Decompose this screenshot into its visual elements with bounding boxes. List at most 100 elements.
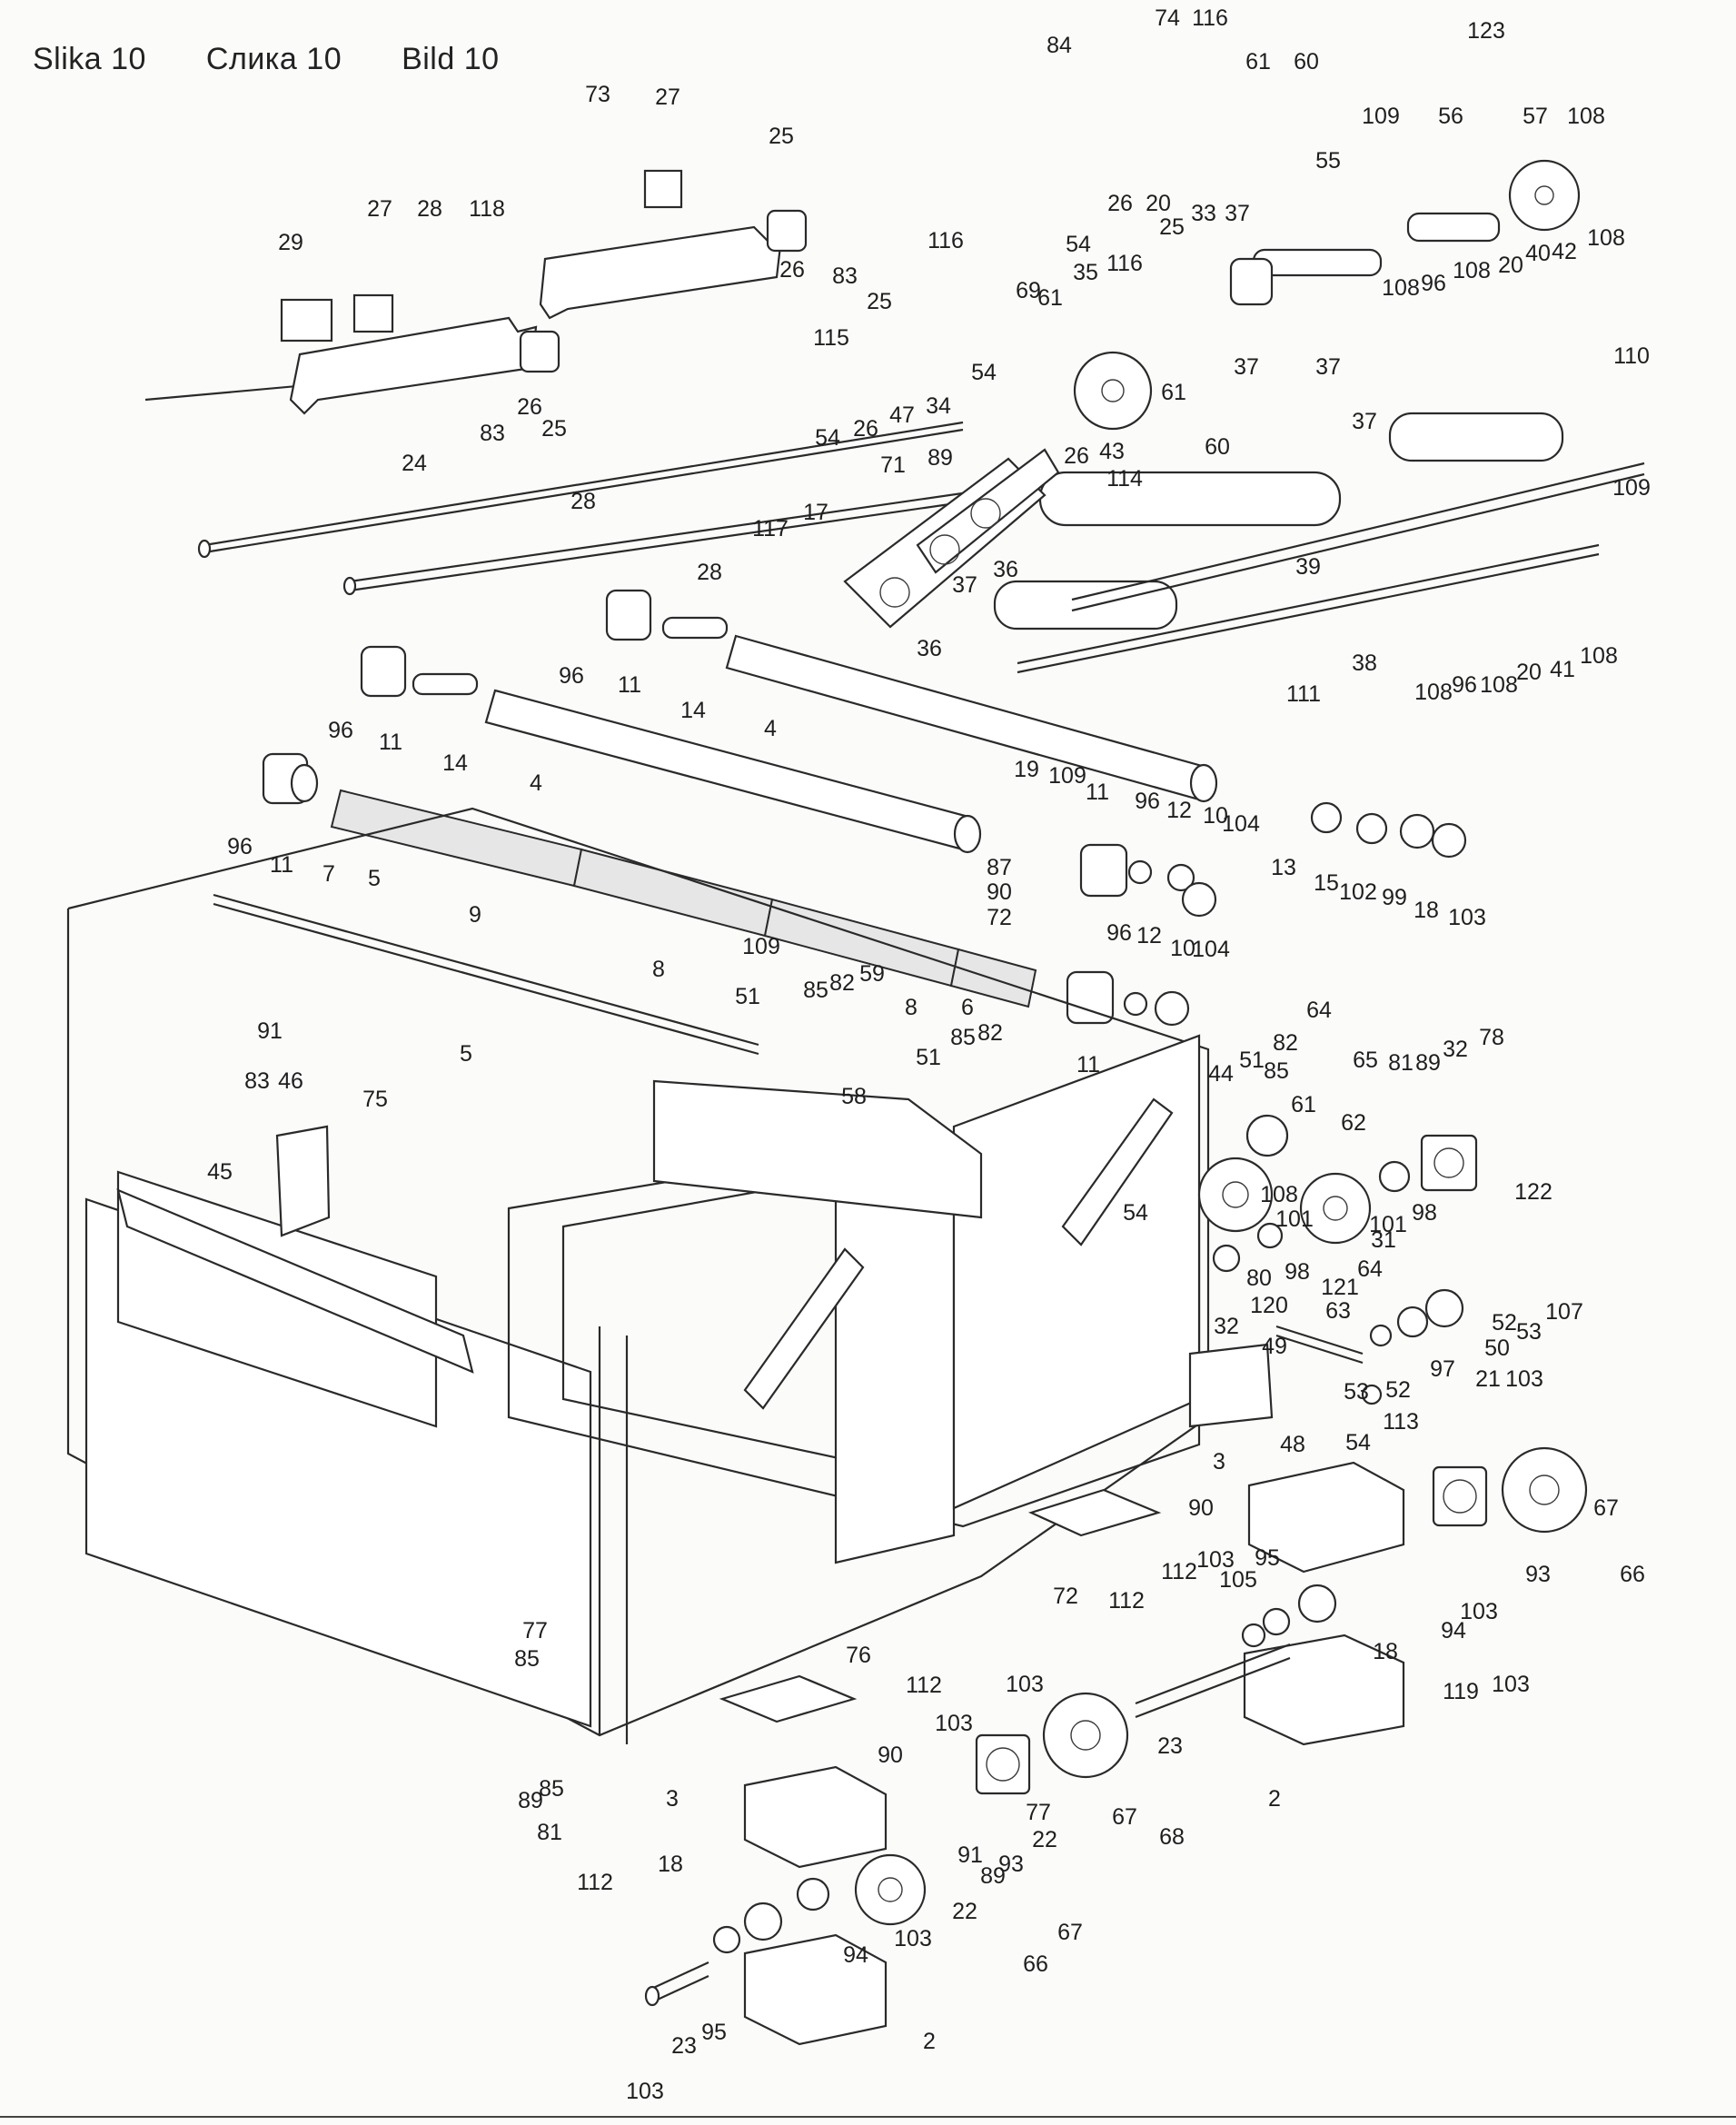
part-number-label: 72 [987,905,1012,930]
part-number-label: 22 [1032,1827,1057,1852]
part-number-label: 61 [1291,1092,1316,1117]
part-number-label: 103 [894,1926,932,1951]
part-number-label: 84 [1047,33,1072,58]
part-number-label: 48 [1280,1432,1305,1457]
part-number-label: 108 [1587,225,1625,251]
part-number-label: 6 [961,995,974,1020]
part-number-label: 43 [1099,439,1125,464]
part-number-label: 25 [541,416,567,442]
part-number-label: 108 [1480,672,1518,698]
part-number-label: 111 [1286,681,1321,707]
part-number-label: 120 [1250,1293,1288,1318]
part-number-label: 72 [1053,1584,1078,1609]
part-number-label: 97 [1430,1356,1455,1382]
part-number-label: 108 [1453,258,1491,283]
part-number-label: 83 [244,1068,270,1094]
part-number-label: 61 [1245,49,1271,74]
part-number-label: 28 [697,560,722,585]
part-number-label: 18 [1414,898,1439,923]
part-number-label: 3 [1213,1449,1225,1475]
part-number-label: 74 [1155,5,1180,31]
part-number-label: 55 [1315,148,1341,174]
part-number-label: 51 [735,984,760,1009]
part-number-label: 21 [1475,1366,1501,1392]
part-number-label: 34 [926,393,951,419]
part-number-label: 123 [1467,18,1505,44]
part-number-label: 46 [278,1068,303,1094]
part-number-label: 80 [1246,1266,1272,1291]
part-number-label: 31 [1371,1227,1396,1253]
part-number-label: 37 [952,572,977,598]
part-number-label: 4 [764,716,777,741]
part-number-label: 49 [1262,1334,1287,1359]
part-number-label: 103 [1006,1672,1044,1697]
part-number-label: 82 [977,1020,1003,1046]
part-number-label: 89 [980,1863,1006,1889]
part-number-label: 56 [1438,104,1463,129]
part-number-label: 14 [680,698,706,723]
part-number-label: 12 [1136,923,1162,948]
part-number-label: 89 [518,1788,543,1813]
part-number-label: 37 [1234,354,1259,380]
part-number-label: 11 [270,852,293,878]
part-number-label: 103 [1448,905,1486,930]
part-number-label: 25 [867,289,892,314]
part-number-label: 64 [1306,998,1332,1023]
part-number-label: 71 [880,452,906,478]
part-number-label: 23 [671,2033,697,2059]
part-number-label: 61 [1037,285,1063,311]
part-number-label: 8 [652,957,665,982]
part-number-label: 68 [1159,1824,1185,1850]
part-number-label: 50 [1484,1336,1510,1361]
part-number-label: 108 [1382,275,1420,301]
part-number-label: 28 [417,196,442,222]
part-number-label: 4 [530,770,542,796]
part-number-label: 91 [257,1018,283,1044]
part-number-label: 18 [1373,1639,1398,1664]
upper-shafts-group [144,159,1645,674]
part-number-label: 96 [328,718,353,743]
part-number-label: 67 [1057,1920,1083,1945]
part-number-label: 108 [1414,680,1453,705]
part-number-label: 40 [1525,241,1551,266]
part-number-label: 112 [1161,1559,1197,1584]
part-number-label: 51 [916,1045,941,1070]
part-number-label: 11 [379,730,402,755]
part-number-label: 54 [815,425,840,451]
part-number-label: 109 [1362,104,1400,129]
part-number-label: 20 [1146,191,1171,216]
part-number-label: 105 [1219,1567,1257,1593]
part-number-label: 82 [1273,1030,1298,1056]
part-number-label: 13 [1271,855,1296,880]
part-number-label: 98 [1285,1259,1310,1285]
part-number-label: 7 [322,861,335,887]
part-number-label: 112 [1108,1588,1145,1614]
part-number-label: 54 [1066,232,1091,257]
part-number-label: 109 [1048,763,1086,789]
part-number-label: 103 [1505,1366,1543,1392]
part-number-label: 26 [1107,191,1133,216]
part-number-label: 93 [1525,1562,1551,1587]
part-number-label: 62 [1341,1110,1366,1136]
part-number-label: 99 [1382,885,1407,910]
part-number-label: 66 [1023,1951,1048,1977]
part-number-label: 57 [1523,104,1548,129]
part-number-label: 18 [658,1852,683,1877]
part-number-label: 26 [853,416,878,442]
part-number-label: 67 [1593,1495,1619,1521]
part-number-label: 54 [1345,1430,1371,1455]
part-number-label: 27 [655,84,680,110]
part-number-label: 38 [1352,650,1377,676]
part-number-label: 101 [1275,1206,1314,1232]
part-number-label: 24 [402,451,427,476]
part-number-label: 63 [1325,1298,1351,1324]
part-number-label: 96 [1452,672,1477,698]
part-number-label: 2 [923,2029,936,2054]
part-number-label: 32 [1214,1314,1239,1339]
part-number-label: 23 [1157,1733,1183,1759]
part-number-label: 94 [843,1942,868,1968]
part-number-label: 108 [1260,1182,1298,1207]
part-number-label: 116 [1106,251,1143,276]
part-number-label: 91 [957,1842,983,1868]
